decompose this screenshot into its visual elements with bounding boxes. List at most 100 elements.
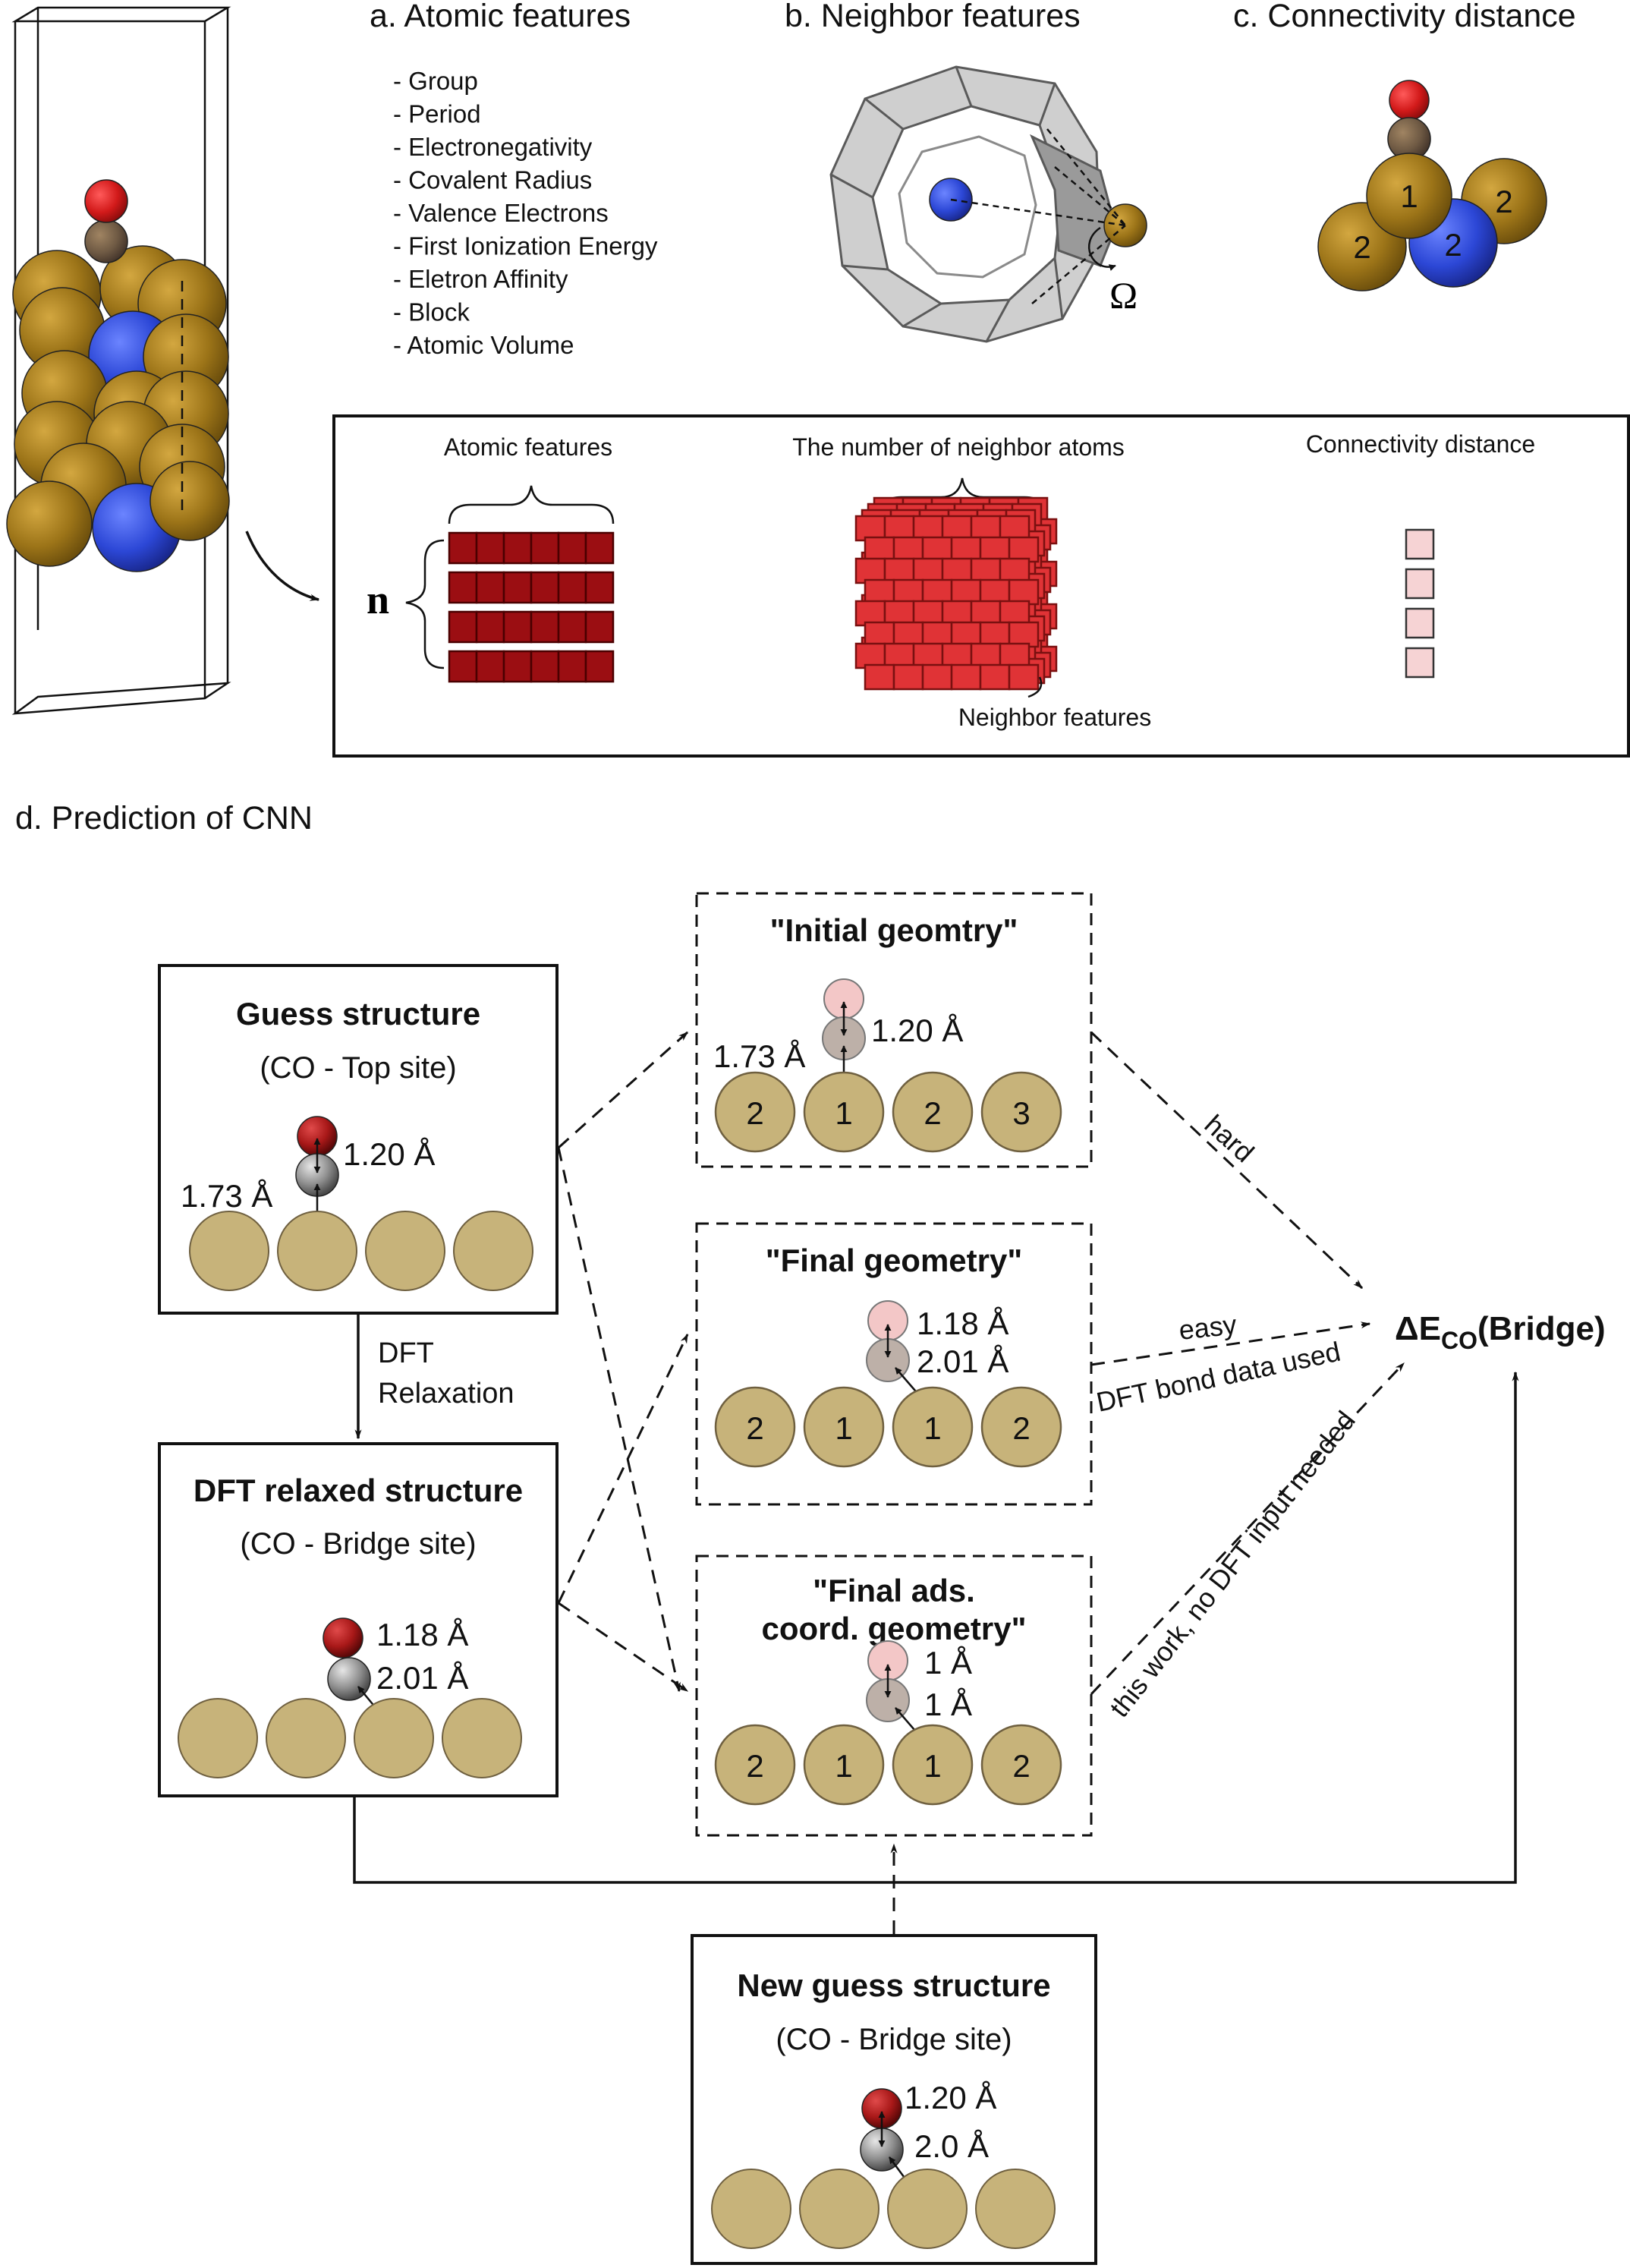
connectivity-cell [1405,607,1435,639]
brace-atomic [448,485,615,524]
target-subscript: CO [1441,1327,1477,1354]
connectivity-cell [1405,647,1435,679]
final-ads-to-target-arrow [1090,1362,1405,1696]
atomic-feature-cell [557,531,587,565]
atomic-feature-cell [502,571,533,604]
flow-arrows [353,1031,1519,1934]
guess-structure-box: Guess structure (CO - Top site) 1.20 Å 1… [158,964,559,1315]
initial-to-target-arrow [1090,1031,1364,1290]
conn-label-2b: 2 [1495,184,1512,219]
atomic-feature-item: - Atomic Volume [393,331,574,359]
guess-co-bond: 1.20 Å [343,1136,435,1172]
omega-arc [1087,226,1116,271]
neighbor-count-label: The number of neighbor atoms [792,433,1125,461]
neighbor-feature-cell [979,536,1011,563]
relaxed-title: DFT relaxed structure [194,1473,523,1508]
atomic-feature-cell [557,650,587,683]
atomic-feature-item: - First Ionization Energy [393,232,658,260]
atomic-feature-cell [584,531,615,565]
atomic-feature-cell [448,531,478,565]
neighbor-feature-cell [950,578,982,606]
initial-atom-label: 2 [924,1095,941,1131]
relaxed-to-target-arrow [353,1371,1519,1884]
atomic-feature-cell [502,531,533,565]
initial-atom-label: 2 [746,1095,763,1131]
panel-a-title: a. Atomic features [370,0,631,34]
neighbor-feature-cell [1008,536,1040,563]
neighbor-feature-cell [912,600,944,627]
final-to-target-arrow [1090,1321,1371,1366]
final-atom-label: 1 [924,1410,941,1446]
neighbor-feature-cell [912,557,944,584]
final-ads-title-2: coord. geometry" [762,1611,1027,1646]
guess-to-final-ads-arrow [557,1147,681,1693]
slab-atoms [6,179,230,572]
target-site: (Bridge) [1477,1310,1606,1347]
panel-c: c. Connectivity distance 1 2 2 2 [1233,0,1576,291]
brace-n [405,539,445,669]
atomic-feature-cell [448,610,478,644]
slab-to-matrix-arrow [245,531,320,601]
atomic-feature-cell [557,610,587,644]
relaxed-to-final-arrow [557,1333,689,1604]
conn-label-1: 1 [1400,178,1418,214]
atomic-feature-cell [530,610,560,644]
initial-surface-bond: 1.73 Å [713,1038,805,1074]
atomic-feature-item: - Electronegativity [393,133,593,161]
solid-angle-lines [950,128,1126,304]
new-guess-box: New guess structure (CO - Bridge site) 1… [691,1934,1097,2265]
atomic-feature-item: - Valence Electrons [393,199,609,227]
new-guess-co-bond: 1.20 Å [905,2080,996,2115]
relaxed-co-bond: 1.18 Å [376,1617,468,1652]
atomic-feature-cell [475,531,505,565]
final-ads-surface-bond: 1 Å [924,1687,972,1722]
atomic-feature-cell [475,650,505,683]
conn-label-2a: 2 [1353,229,1370,265]
neighbor-feature-cell [921,663,953,691]
atomic-feature-cell [475,610,505,644]
atomic-features-label: Atomic features [444,433,612,461]
atomic-matrix [448,531,615,683]
oxygen-atom [1389,80,1430,121]
connectivity-label: Connectivity distance [1306,430,1535,458]
conn-label-2c: 2 [1444,227,1462,263]
new-guess-surface-atoms [711,2169,1056,2249]
neighbor-feature-cell [941,642,973,669]
neighbor-feature-cell [999,557,1031,584]
slab-model [6,6,231,715]
neighbor-feature-cell [950,663,982,691]
neighbor-feature-cell [979,663,1011,691]
final-atom-label: 2 [1012,1410,1030,1446]
final-ads-atom-label: 1 [924,1748,941,1784]
hard-label: hard [1199,1108,1260,1168]
panel-c-title: c. Connectivity distance [1233,0,1576,34]
atomic-feature-cell [448,650,478,683]
panel-b: b. Neighbor features Ω [785,0,1147,343]
neighbor-features-label: Neighbor features [958,704,1151,731]
relaxed-surface-atoms [178,1698,522,1778]
final-surface-bond: 2.01 Å [917,1343,1009,1379]
target-label: ΔECO(Bridge) [1395,1310,1606,1354]
n-symbol: n [367,577,389,622]
connectivity-cell [1405,528,1435,560]
atomic-feature-cell [557,571,587,604]
feature-matrix-box [332,414,1630,758]
guess-to-initial-arrow [558,1031,688,1149]
final-geometry-box: "Final geometry" 1.18 Å 2.01 Å 2 1 1 2 [695,1222,1093,1506]
atomic-feature-cell [502,610,533,644]
atomic-feature-cell [475,571,505,604]
atomic-feature-cell [530,571,560,604]
neighbor-feature-cell [892,536,924,563]
neighbor-feature-cell [883,557,915,584]
atomic-feature-item: - Period [393,100,481,128]
easy-label: easy [1178,1309,1238,1346]
neighbor-feature-cell [883,642,915,669]
target-delta-e: ΔE [1395,1310,1441,1347]
initial-atom-label: 1 [835,1095,852,1131]
new-guess-subtitle: (CO - Bridge site) [776,2023,1012,2056]
final-ads-co-bond: 1 Å [924,1645,972,1681]
relaxed-oxygen [323,1618,363,1658]
guess-surface-bond: 1.73 Å [181,1178,272,1214]
atomic-feature-item: - Covalent Radius [393,166,592,194]
feature-matrix-content: Atomic features The number of neighbor a… [367,430,1535,731]
